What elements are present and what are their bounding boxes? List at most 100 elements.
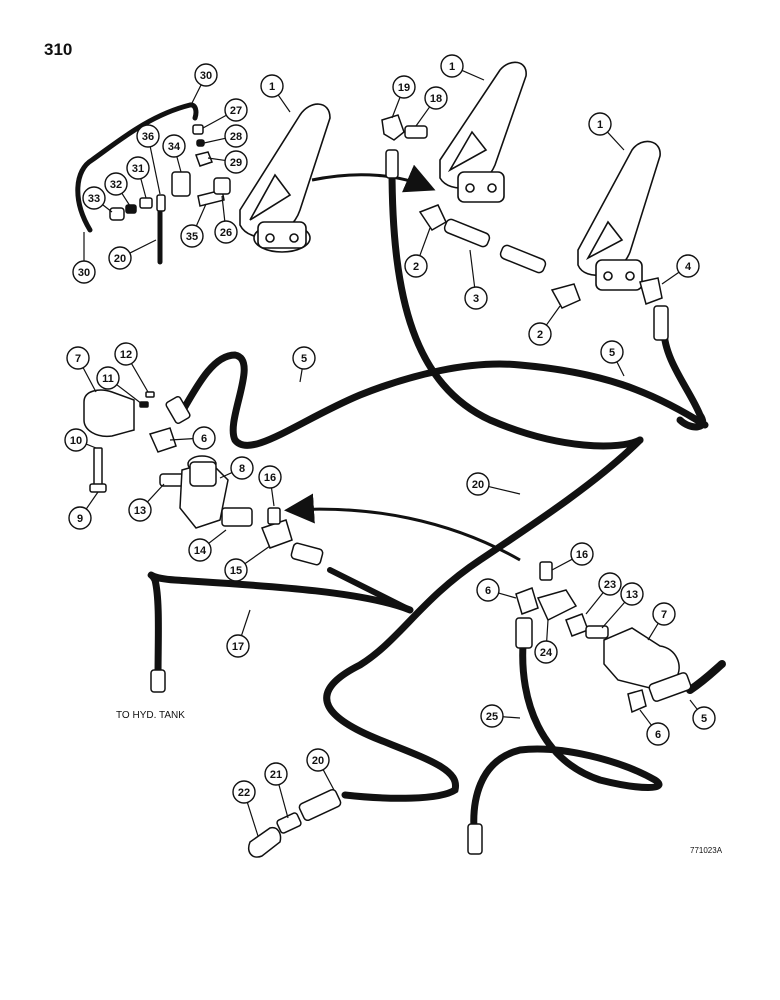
callout-circle — [180, 224, 204, 248]
leader-line — [130, 363, 149, 393]
leader-line — [116, 384, 143, 405]
hose-end-19 — [385, 149, 399, 179]
plug-16b — [539, 561, 553, 581]
elbow-2a — [418, 204, 447, 231]
callout-24: 24 — [534, 619, 558, 664]
fitting-34 — [171, 171, 191, 197]
hose-end-25 — [515, 617, 533, 649]
callout-circle — [404, 254, 428, 278]
callout-circle — [108, 246, 132, 270]
callout-circle — [600, 340, 624, 364]
leader-line — [208, 529, 227, 544]
callout-number: 30 — [78, 267, 90, 279]
hose-5-bottom — [686, 660, 726, 694]
callout-number: 3 — [473, 293, 479, 305]
hose-end-4 — [653, 305, 669, 341]
callout-circle — [96, 366, 120, 390]
callout-circle — [598, 572, 622, 596]
leader-line — [419, 227, 431, 256]
fittings — [83, 114, 692, 858]
callout-9: 9 — [68, 491, 99, 530]
leader-line — [219, 472, 233, 479]
callout-circle — [232, 780, 256, 804]
fitting-19 — [381, 114, 405, 141]
leader-line — [616, 361, 625, 377]
callout-8: 8 — [219, 456, 254, 480]
callout-circle — [224, 124, 248, 148]
callout-number: 33 — [88, 193, 100, 205]
callout-7: 7 — [647, 602, 676, 641]
callout-circle — [104, 172, 128, 196]
arrow-middle — [284, 493, 521, 562]
leader-line — [129, 239, 157, 254]
callout-number: 14 — [194, 545, 207, 557]
hose-end-20 — [298, 788, 342, 822]
callout-number: 30 — [200, 70, 212, 82]
callout-19: 19 — [391, 75, 416, 119]
hose-5-left — [178, 351, 709, 449]
callout-6: 6 — [476, 578, 517, 602]
callout-number: 28 — [230, 131, 242, 143]
leader-line — [639, 709, 652, 726]
callout-circle — [692, 706, 716, 730]
brake-valve-right — [577, 140, 661, 291]
callout-circle — [214, 220, 238, 244]
leader-line — [147, 483, 165, 503]
arrow-top — [311, 164, 436, 193]
callout-11: 11 — [96, 366, 143, 405]
valve-8-body — [189, 461, 217, 487]
fitting-29 — [195, 151, 213, 167]
elbow-4 — [639, 277, 663, 305]
callout-16: 16 — [551, 542, 594, 571]
flow-arrows — [284, 164, 521, 562]
leader-line — [202, 114, 227, 129]
callout-13: 13 — [601, 582, 644, 629]
hose-end-17 — [290, 542, 324, 566]
callout-number: 5 — [301, 353, 307, 365]
callout-circle — [392, 75, 416, 99]
callout-circle — [224, 558, 248, 582]
tube-3a — [443, 218, 491, 248]
callout-number: 17 — [232, 641, 244, 653]
callout-circle — [68, 506, 92, 530]
callout-6: 6 — [639, 709, 670, 746]
leader-line — [469, 249, 476, 288]
callout-number: 24 — [540, 647, 553, 659]
leader-line — [246, 802, 259, 837]
fitting-36 — [156, 194, 166, 212]
elbow-6b — [515, 587, 539, 615]
leader-line — [149, 146, 161, 195]
callout-number: 16 — [576, 549, 588, 561]
hose-end-5b — [648, 672, 692, 702]
callout-number: 6 — [201, 433, 207, 445]
callout-number: 26 — [220, 227, 232, 239]
callout-number: 13 — [134, 505, 146, 517]
callout-29: 29 — [207, 150, 248, 174]
callout-2: 2 — [528, 305, 561, 346]
callout-number: 6 — [655, 729, 661, 741]
callout-number: 31 — [132, 163, 144, 175]
bolt-9-head — [89, 483, 107, 493]
cap-22 — [248, 826, 282, 858]
callout-number: 15 — [230, 565, 242, 577]
callout-number: 29 — [230, 157, 242, 169]
callout-30: 30 — [191, 63, 218, 104]
callout-number: 18 — [430, 93, 442, 105]
callout-circle — [188, 538, 212, 562]
callout-34: 34 — [162, 134, 186, 173]
callout-15: 15 — [224, 545, 271, 582]
leader-line — [601, 601, 626, 629]
callout-number: 19 — [398, 82, 410, 94]
callout-circle — [66, 346, 90, 370]
fitting-13b — [585, 625, 609, 639]
leader-line — [661, 271, 680, 285]
callout-circle — [72, 260, 96, 284]
fitting-26 — [213, 177, 231, 195]
hose-end-25-bottom — [467, 823, 483, 855]
callout-number: 27 — [230, 105, 242, 117]
callout-circle — [230, 456, 254, 480]
callout-circle — [226, 634, 250, 658]
leader-line — [244, 545, 271, 565]
callout-number: 22 — [238, 787, 250, 799]
